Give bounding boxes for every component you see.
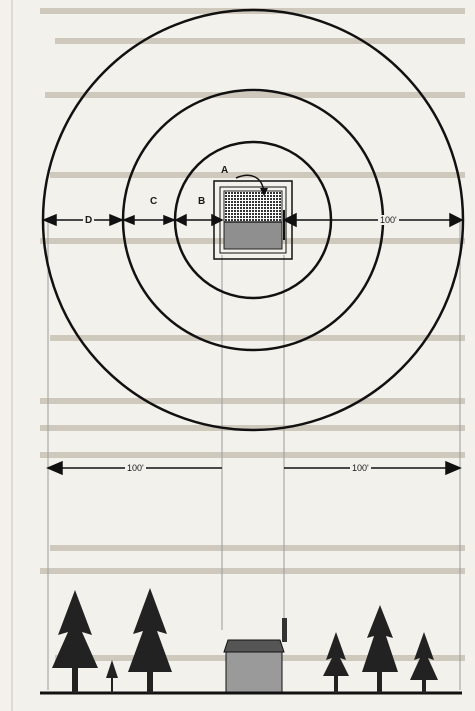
label-distance-right-bottom: 100' — [350, 463, 371, 473]
tree-left-large — [52, 590, 98, 693]
label-zone-a: A — [221, 166, 228, 176]
label-zone-c: C — [150, 197, 157, 207]
tree-left-small — [106, 660, 118, 693]
label-zone-d: D — [83, 216, 94, 226]
label-distance-left-bottom: 100' — [125, 463, 146, 473]
label-zone-b: B — [198, 197, 205, 207]
label-distance-right-top: 100' — [378, 215, 399, 225]
house-roof-plan — [224, 191, 282, 222]
tree-right-far — [410, 632, 438, 693]
house-body-plan — [224, 222, 282, 249]
house-elevation — [224, 618, 287, 692]
zone-a-pointer — [236, 175, 264, 192]
tree-right-large — [362, 605, 398, 693]
tree-right-small — [323, 632, 349, 693]
tree-left-medium — [128, 588, 172, 693]
